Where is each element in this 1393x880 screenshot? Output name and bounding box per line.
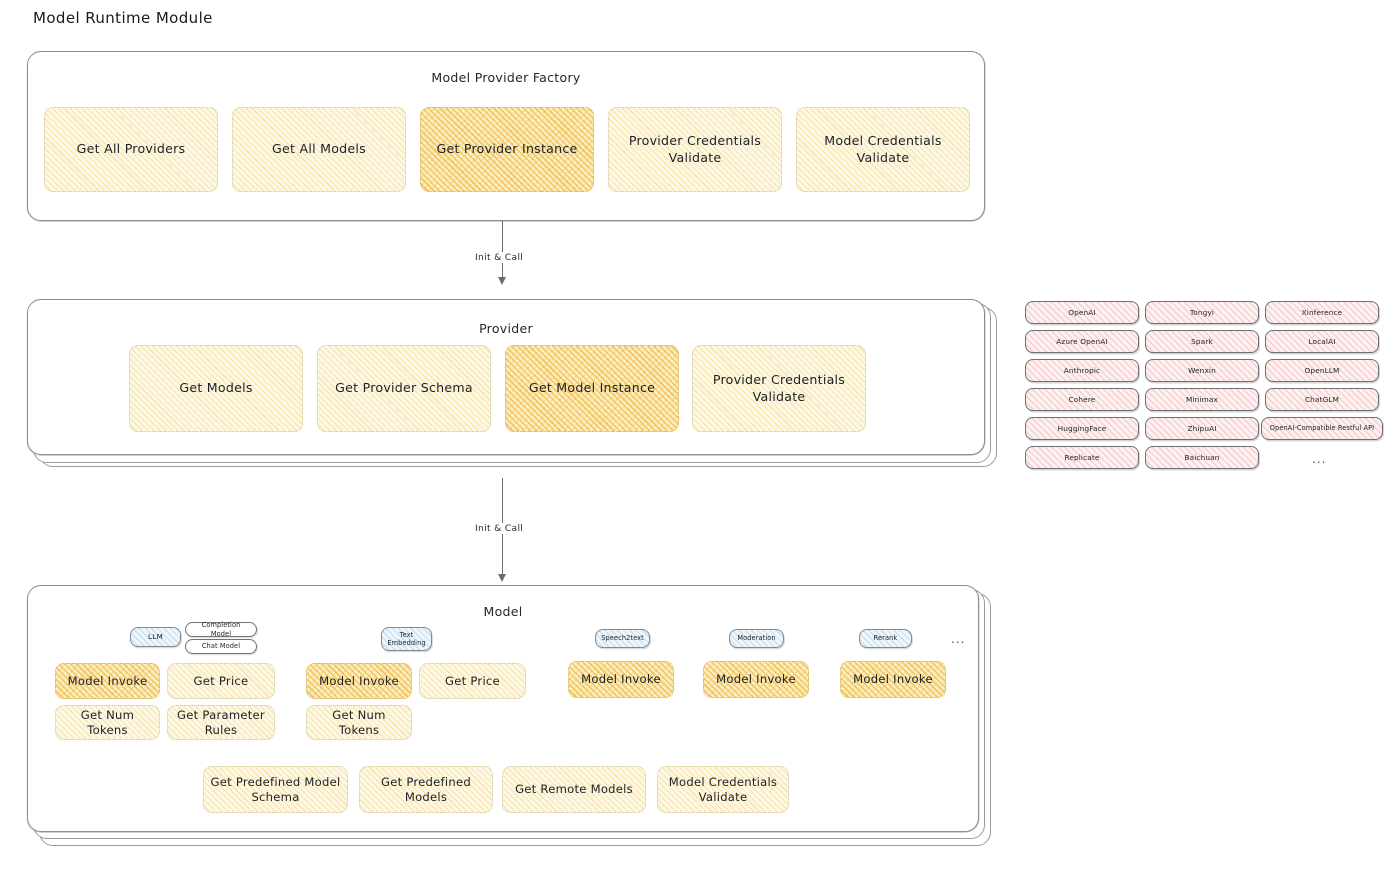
factory-node-get-all-providers[interactable]: Get All Providers <box>44 107 218 192</box>
provider-chip-minimax[interactable]: Minimax <box>1145 388 1259 411</box>
factory-node-get-all-models[interactable]: Get All Models <box>232 107 406 192</box>
provider-chip-cohere[interactable]: Cohere <box>1025 388 1139 411</box>
provider-chip-huggingface[interactable]: HuggingFace <box>1025 417 1139 440</box>
provider-chip-replicate[interactable]: Replicate <box>1025 446 1139 469</box>
factory-node-get-provider-instance[interactable]: Get Provider Instance <box>420 107 594 192</box>
provider-title: Provider <box>479 321 533 336</box>
model-common-node-model-credentials-validate[interactable]: Model Credentials Validate <box>657 766 789 813</box>
provider-chip-baichuan[interactable]: Baichuan <box>1145 446 1259 469</box>
llm-node-get-num-tokens[interactable]: Get Num Tokens <box>55 705 160 740</box>
moderation-node-model-invoke[interactable]: Model Invoke <box>703 661 809 698</box>
llm-node-get-parameter-rules[interactable]: Get Parameter Rules <box>167 705 275 740</box>
provider-node-get-models[interactable]: Get Models <box>129 345 303 432</box>
provider-chip-anthropic[interactable]: Anthropic <box>1025 359 1139 382</box>
model-type-tag-moderation[interactable]: Moderation <box>729 629 784 648</box>
connector-provider-to-model-label: Init & Call <box>470 523 529 534</box>
provider-chip-openai[interactable]: OpenAI <box>1025 301 1139 324</box>
provider-chip-wenxin[interactable]: Wenxin <box>1145 359 1259 382</box>
provider-chip-xinference[interactable]: Xinference <box>1265 301 1379 324</box>
text-embedding-node-get-price[interactable]: Get Price <box>419 663 526 699</box>
model-subtag-chat-model[interactable]: Chat Model <box>185 639 257 654</box>
model-subtag-completion-model[interactable]: Completion Model <box>185 621 257 638</box>
provider-chip-openai-compatible-restful-api[interactable]: OpenAI-Compatible Restful API <box>1261 417 1383 440</box>
provider-chip-openllm[interactable]: OpenLLM <box>1265 359 1379 382</box>
provider-node-provider-credentials-validate[interactable]: Provider Credentials Validate <box>692 345 866 432</box>
provider-chip-spark[interactable]: Spark <box>1145 330 1259 353</box>
rerank-node-model-invoke[interactable]: Model Invoke <box>840 661 946 698</box>
speech2text-node-model-invoke[interactable]: Model Invoke <box>568 661 674 698</box>
connector-factory-to-provider-label: Init & Call <box>470 252 529 263</box>
provider-chip-localai[interactable]: LocalAI <box>1265 330 1379 353</box>
model-type-tag-llm[interactable]: LLM <box>130 627 181 647</box>
connector-provider-to-model-arrow <box>498 574 506 582</box>
page-title: Model Runtime Module <box>33 9 213 27</box>
text-embedding-node-model-invoke[interactable]: Model Invoke <box>306 663 412 699</box>
model-provider-factory-title: Model Provider Factory <box>431 70 581 85</box>
connector-factory-to-provider-arrow <box>498 277 506 285</box>
provider-node-get-provider-schema[interactable]: Get Provider Schema <box>317 345 491 432</box>
factory-node-model-credentials-validate[interactable]: Model Credentials Validate <box>796 107 970 192</box>
model-common-node-get-predefined-model-schema[interactable]: Get Predefined Model Schema <box>203 766 348 813</box>
model-common-node-get-remote-models[interactable]: Get Remote Models <box>502 766 646 813</box>
provider-node-get-model-instance[interactable]: Get Model Instance <box>505 345 679 432</box>
model-type-tag-text-embedding[interactable]: Text Embedding <box>381 627 432 651</box>
model-type-tag-rerank[interactable]: Rerank <box>859 629 912 648</box>
factory-node-provider-credentials-validate[interactable]: Provider Credentials Validate <box>608 107 782 192</box>
text-embedding-node-get-num-tokens[interactable]: Get Num Tokens <box>306 705 412 740</box>
llm-node-model-invoke[interactable]: Model Invoke <box>55 663 160 699</box>
provider-chip-zhipuai[interactable]: ZhipuAI <box>1145 417 1259 440</box>
provider-chip-tongyi[interactable]: Tongyi <box>1145 301 1259 324</box>
model-title: Model <box>483 604 523 619</box>
provider-chip-chatglm[interactable]: ChatGLM <box>1265 388 1379 411</box>
provider-list-more-ellipsis: ... <box>1312 452 1327 466</box>
llm-node-get-price[interactable]: Get Price <box>167 663 275 699</box>
model-common-node-get-predefined-models[interactable]: Get Predefined Models <box>359 766 493 813</box>
connector-factory-to-provider-line <box>502 221 504 279</box>
provider-chip-azure-openai[interactable]: Azure OpenAI <box>1025 330 1139 353</box>
model-types-more-ellipsis: ... <box>951 632 966 646</box>
model-type-tag-speech2text[interactable]: Speech2text <box>595 629 650 648</box>
